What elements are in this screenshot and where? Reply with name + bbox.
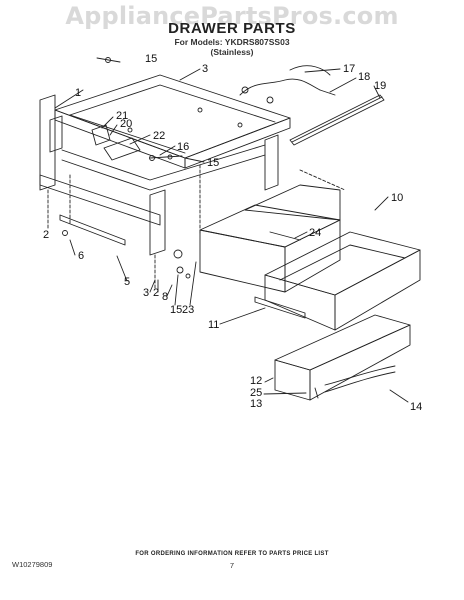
bracket-parts [91,57,183,161]
callout-20: 20 [120,118,132,130]
watermark: AppliancePartsPros.com [65,2,399,30]
callout-16: 16 [177,141,189,153]
document-code: W10279809 [12,560,53,569]
callout-17: 17 [343,63,355,75]
drawer-slides [59,214,306,319]
callout-11: 11 [208,319,219,331]
upper-frame-assembly [39,74,346,291]
leveler-parts [173,249,319,399]
drawer-trim [289,94,385,146]
callout-5: 5 [124,276,130,288]
callout-6: 6 [78,250,84,262]
callout-13: 13 [250,398,262,410]
callout-1: 1 [75,87,81,99]
variant-line: (Stainless) [210,47,254,57]
callout-12: 12 [250,375,262,387]
callout-25: 25 [250,387,262,399]
ordering-note: FOR ORDERING INFORMATION REFER TO PARTS … [135,551,329,557]
callout-2-center: 2 [153,287,159,299]
callout-2-left: 2 [43,229,49,241]
callout-8: 8 [162,291,168,303]
callout-24: 24 [309,227,321,239]
callout-19: 19 [374,80,386,92]
callout-15-middle: 15 [207,157,219,169]
callout-22: 22 [153,130,165,142]
callout-15-top: 15 [145,53,157,65]
page-title: DRAWER PARTS [168,20,296,37]
callout-23: 23 [182,304,194,316]
callout-3-bottom: 3 [143,287,149,299]
page-number: 7 [229,561,235,570]
callout-21: 21 [116,110,128,122]
drawer-front [274,314,411,401]
callout-10: 10 [391,192,403,204]
models-line: For Models: YKDRS807SS03 [174,37,290,47]
callout-14: 14 [410,401,422,413]
wire-harness [239,65,336,104]
callout-3-top: 3 [202,63,208,75]
callout-15-bottom: 15 [170,304,182,316]
drawer-pan [264,231,421,331]
callout-18: 18 [358,71,370,83]
callout-labels: 1 2 2 3 3 5 6 8 10 11 12 13 14 15 15 15 … [43,53,422,413]
